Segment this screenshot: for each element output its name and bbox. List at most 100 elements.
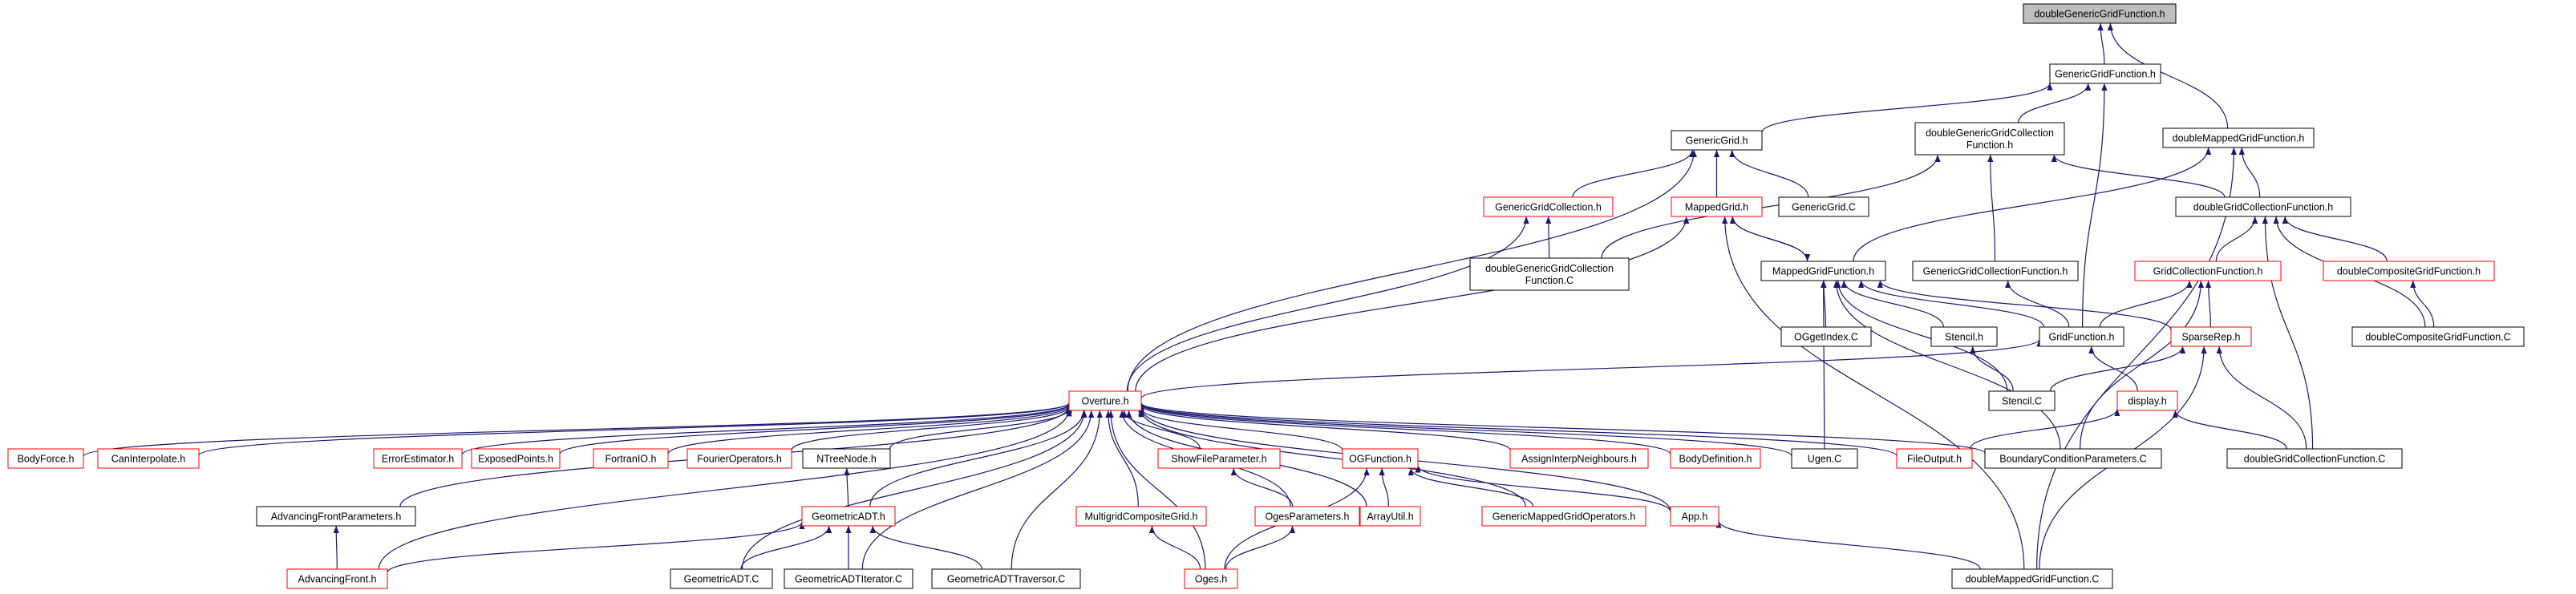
node-stC[interactable]: Stencil.C [1988, 390, 2056, 411]
node-label: Ugen.C [1808, 454, 1841, 465]
node-box [931, 568, 1081, 589]
node-box [1912, 261, 2079, 281]
node-af[interactable]: AdvancingFront.h [286, 568, 388, 589]
node-afp[interactable]: AdvancingFrontParameters.h [256, 506, 416, 527]
node-sth[interactable]: Stencil.h [1930, 326, 1998, 347]
node-gmgo[interactable]: GenericMappedGridOperators.h [1481, 506, 1646, 527]
node-box [1483, 196, 1614, 217]
node-label: FourierOperators.h [697, 454, 782, 465]
edge-dmgfC-to-dmgf [2036, 147, 2237, 570]
edge-bf-to-ov [83, 402, 1072, 457]
node-disp[interactable]: display.h [2116, 390, 2178, 411]
node-sr[interactable]: SparseRep.h [2170, 326, 2252, 347]
node-box [2323, 261, 2495, 281]
node-ci[interactable]: CanInterpolate.h [97, 448, 200, 469]
node-ntn[interactable]: NTreeNode.h [802, 448, 891, 469]
node-mcg[interactable]: MultigridCompositeGrid.h [1075, 506, 1207, 527]
node-dgcf[interactable]: doubleGridCollectionFunction.h [2175, 196, 2351, 217]
node-bf[interactable]: BodyForce.h [7, 448, 84, 469]
node-box [1481, 506, 1646, 527]
node-box [1254, 506, 1360, 527]
edge-dmgfC-to-app [1715, 520, 1981, 570]
edge-mg-to-mgf [1732, 216, 1811, 262]
node-oges[interactable]: Oges.h [1184, 568, 1238, 589]
node-box [373, 448, 463, 469]
node-label: GenericGridCollectionFunction.h [1923, 266, 2068, 277]
node-box [802, 448, 891, 469]
node-ggC[interactable]: GenericGrid.C [1778, 196, 1869, 217]
node-mg[interactable]: MappedGrid.h [1671, 196, 1763, 217]
edge-gcf-to-dgcf [2215, 216, 2258, 262]
node-sfp[interactable]: ShowFileParameter.h [1157, 448, 1281, 469]
edge-ov-to-gg [1127, 149, 1697, 392]
node-box [1984, 448, 2162, 469]
node-bcp[interactable]: BoundaryConditionParameters.C [1984, 448, 2162, 469]
node-gg[interactable]: GenericGrid.h [1671, 130, 1763, 151]
node-ogp[interactable]: OgesParameters.h [1254, 506, 1360, 527]
node-box [2039, 326, 2124, 347]
node-label: ErrorEstimator.h [382, 454, 454, 465]
node-dcgf[interactable]: doubleCompositeGridFunction.h [2323, 261, 2495, 281]
node-root[interactable]: doubleGenericGridFunction.h [2023, 3, 2177, 24]
node-label: OGFunction.h [1349, 454, 1412, 465]
node-box [471, 448, 561, 469]
node-ggc[interactable]: GenericGridCollection.h [1483, 196, 1614, 217]
node-ugC[interactable]: Ugen.C [1791, 448, 1858, 469]
node-box [1469, 257, 1630, 291]
node-label: Stencil.C [2002, 396, 2042, 407]
node-dcgfC[interactable]: doubleCompositeGridFunction.C [2351, 326, 2525, 347]
node-label: doubleGenericGridFunction.h [2034, 9, 2165, 20]
node-label: GeometricADTIterator.C [795, 574, 902, 585]
edge-ep-to-ov [559, 403, 1072, 455]
edge-dgcf-to-dmgf [2238, 147, 2261, 198]
node-gfh[interactable]: GridFunction.h [2039, 326, 2124, 347]
node-dgcfC[interactable]: doubleGridCollectionFunction.C [2226, 448, 2403, 469]
node-gcf[interactable]: GridCollectionFunction.h [2134, 261, 2282, 281]
node-box [2023, 3, 2177, 24]
edge-bcp-to-mgf [1833, 280, 2061, 450]
node-fout[interactable]: FileOutput.h [1896, 448, 1973, 469]
node-bd[interactable]: BodyDefinition.h [1670, 448, 1761, 469]
node-ain[interactable]: AssignInterpNeighbours.h [1509, 448, 1649, 469]
node-box [1068, 390, 1142, 411]
edge-dcgf-to-dgcf [2282, 216, 2388, 262]
node-label: AssignInterpNeighbours.h [1521, 454, 1637, 465]
node-dmgfC[interactable]: doubleMappedGridFunction.C [1951, 568, 2113, 589]
node-box [1342, 448, 1419, 469]
node-ee[interactable]: ErrorEstimator.h [373, 448, 463, 469]
node-box [687, 448, 792, 469]
node-app[interactable]: App.h [1670, 506, 1719, 527]
node-ogi[interactable]: OGgetIndex.C [1780, 326, 1872, 347]
node-box [670, 568, 773, 589]
node-ogf[interactable]: OGFunction.h [1342, 448, 1419, 469]
node-fo[interactable]: FourierOperators.h [687, 448, 792, 469]
edge-oges-to-ogp [1225, 525, 1296, 570]
node-label: doubleGenericGridCollection [1485, 263, 1614, 274]
node-ov[interactable]: Overture.h [1068, 390, 1142, 411]
node-label: SparseRep.h [2182, 332, 2241, 343]
node-label: doubleMappedGridFunction.h [2173, 133, 2305, 144]
edge-ugC-to-ov [1138, 403, 1792, 457]
node-gadt[interactable]: GeometricADT.h [801, 506, 896, 527]
node-dmgf[interactable]: doubleMappedGridFunction.h [2162, 127, 2315, 148]
node-label: Function.C [1525, 275, 1574, 286]
node-mgf[interactable]: MappedGridFunction.h [1760, 261, 1886, 281]
edge-gfh-to-gencf [2005, 280, 2070, 328]
node-label: App.h [1682, 511, 1708, 523]
node-gencf[interactable]: GenericGridCollectionFunction.h [1912, 261, 2079, 281]
edge-layer [83, 22, 2435, 573]
node-gadtt[interactable]: GeometricADTTraversor.C [931, 568, 1081, 589]
edge-oges-to-mcg [1148, 525, 1201, 570]
node-label: FortranIO.h [606, 454, 657, 465]
node-ep[interactable]: ExposedPoints.h [471, 448, 561, 469]
node-box [1157, 448, 1281, 469]
node-au[interactable]: ArrayUtil.h [1359, 506, 1421, 527]
node-gadti[interactable]: GeometricADTIterator.C [784, 568, 913, 589]
node-ggf[interactable]: GenericGridFunction.h [2049, 63, 2161, 84]
node-label: Stencil.h [1945, 332, 1983, 343]
node-fio[interactable]: FortranIO.h [593, 448, 669, 469]
node-gadtC[interactable]: GeometricADT.C [670, 568, 773, 589]
